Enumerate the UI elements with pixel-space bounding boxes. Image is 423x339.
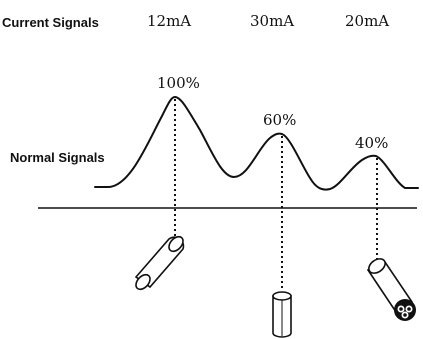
signal-waveform [94, 96, 419, 191]
peak-label-2: 60% [263, 111, 296, 129]
current-value-1: 12mA [147, 12, 191, 30]
cable-icon-3 [366, 258, 416, 321]
current-value-2: 30mA [250, 12, 294, 30]
current-signals-label: Current Signals [2, 15, 99, 30]
normal-signals-label: Normal Signals [10, 150, 105, 165]
peak-label-1: 100% [157, 74, 200, 92]
cable-icon-2 [272, 291, 292, 338]
current-value-3: 20mA [345, 12, 389, 30]
peak-label-3: 40% [355, 134, 388, 152]
cable-icon-1 [134, 235, 185, 291]
